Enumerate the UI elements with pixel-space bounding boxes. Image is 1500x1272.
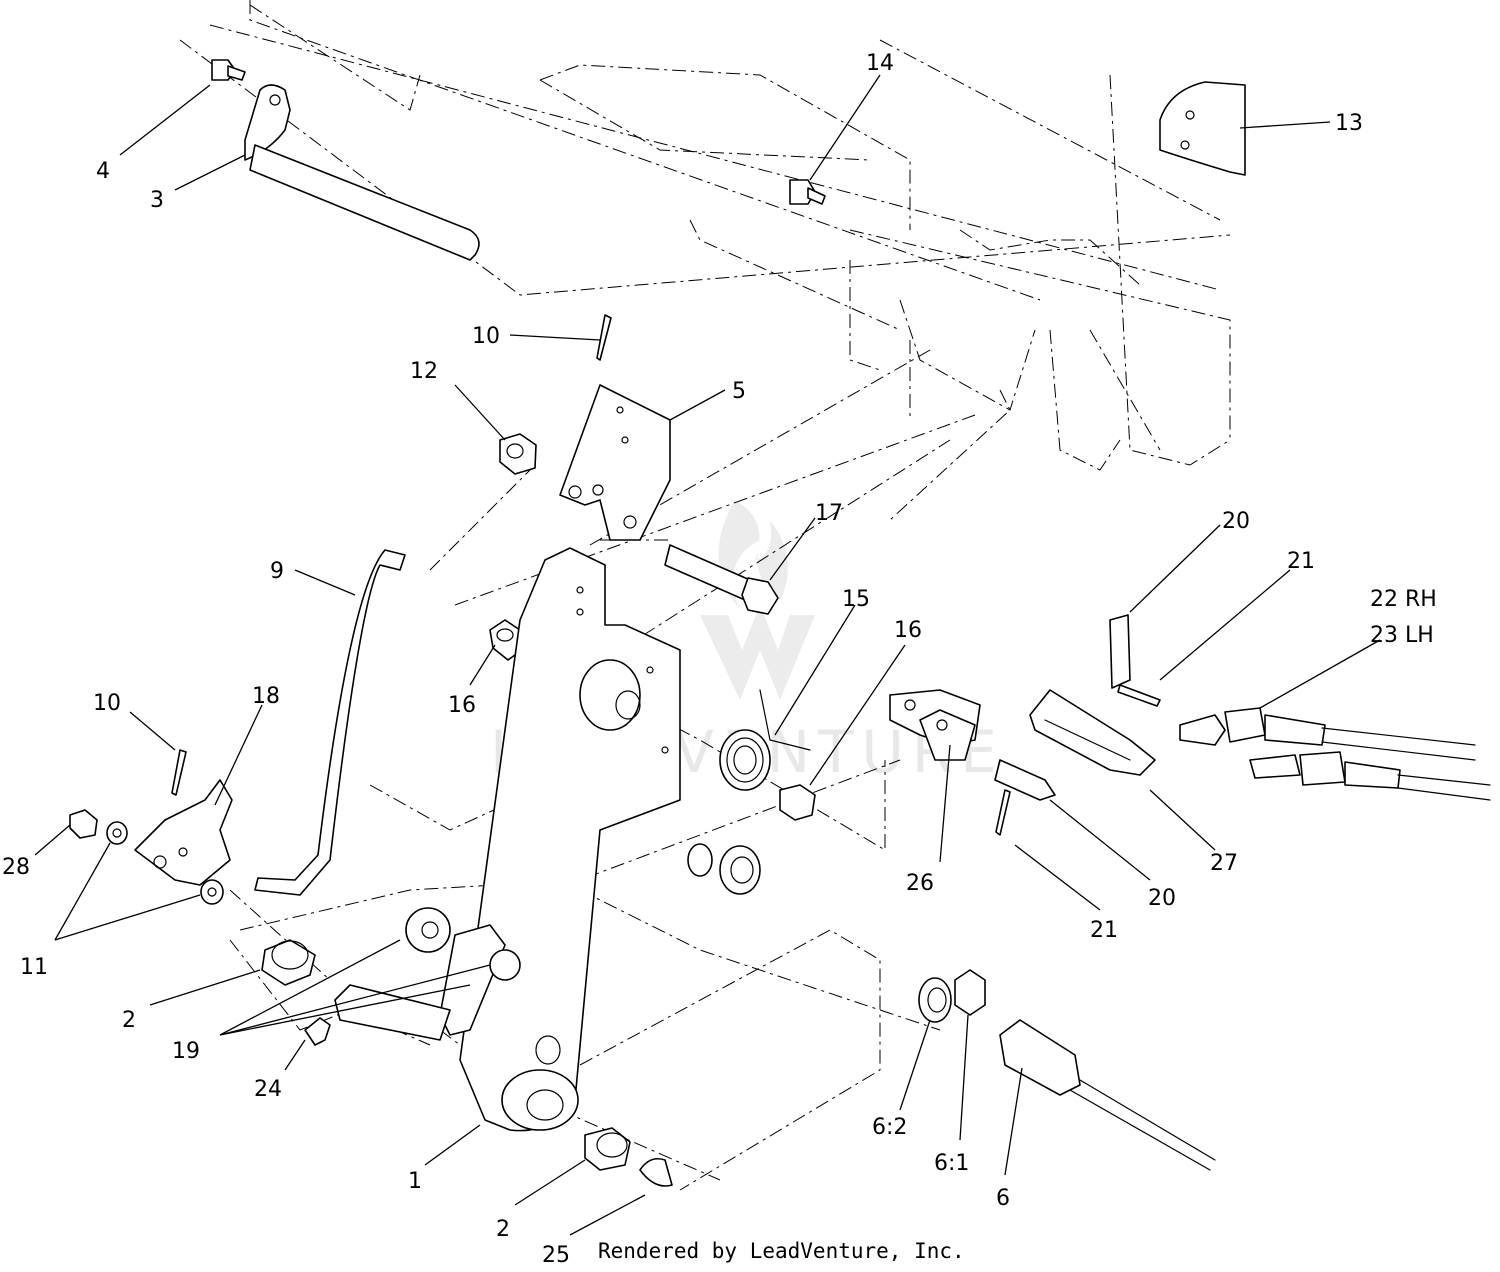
part-28-nut — [69, 809, 98, 839]
callout-20-upper: 20 — [1222, 509, 1250, 534]
part-22-23-cables — [1179, 707, 1491, 801]
part-4-bolt — [211, 59, 246, 81]
footer-credit: Rendered by LeadVenture, Inc. — [598, 1239, 965, 1263]
leader-lines — [34, 74, 1381, 1236]
part-10-cotter-pin — [596, 314, 612, 361]
part-21-cotter-pins — [995, 684, 1161, 836]
part-20-pins — [994, 614, 1131, 801]
part-14-bolt — [789, 179, 826, 205]
part-6-cable — [687, 843, 1216, 1171]
part-18-lever — [134, 779, 233, 886]
part-17-bolt — [664, 544, 779, 615]
part-2-bushing-lower — [584, 1127, 631, 1171]
part-24-grease-fitting — [304, 1017, 331, 1046]
callout-20-lower: 20 — [1148, 886, 1176, 911]
callout-19: 19 — [172, 1039, 200, 1064]
part-11-washers — [106, 821, 224, 905]
part-5-bracket — [559, 384, 671, 541]
callout-2-lower: 2 — [496, 1217, 510, 1242]
callout-1: 1 — [408, 1169, 422, 1194]
part-12-nut — [499, 433, 537, 475]
part-3-pivot-shaft — [244, 84, 480, 261]
callout-13: 13 — [1335, 111, 1363, 136]
part-26-clevis — [889, 689, 981, 761]
callout-4: 4 — [96, 159, 110, 184]
callout-28: 28 — [2, 855, 30, 880]
callout-2-upper: 2 — [122, 1008, 136, 1033]
callout-6-1: 6:1 — [934, 1151, 969, 1176]
part-25-clip — [639, 1157, 673, 1187]
callout-18: 18 — [252, 684, 280, 709]
part-13-pedal-pad — [1159, 81, 1246, 176]
callout-11: 11 — [20, 955, 48, 980]
callout-21-lower: 21 — [1090, 918, 1118, 943]
part-27-cable-bracket — [1029, 689, 1156, 776]
part-16-bushing-lower — [779, 784, 816, 821]
callout-6-2: 6:2 — [872, 1115, 907, 1140]
callout-17: 17 — [815, 501, 843, 526]
callout-24: 24 — [254, 1077, 282, 1102]
callout-22-rh: 22 RH — [1370, 587, 1437, 612]
frame-phantom — [179, 0, 1231, 1191]
callout-16-upper: 16 — [448, 693, 476, 718]
part-19-link-plates — [334, 907, 521, 1041]
callout-5: 5 — [732, 379, 746, 404]
part-15-spring — [719, 689, 811, 791]
callouts: 4 3 14 13 10 12 5 17 9 16 15 16 20 21 22… — [2, 51, 1437, 1268]
callout-6: 6 — [996, 1186, 1010, 1211]
callout-14: 14 — [866, 51, 894, 76]
callout-10-lower: 10 — [93, 691, 121, 716]
callout-12: 12 — [410, 359, 438, 384]
callout-9: 9 — [270, 559, 284, 584]
callout-21-upper: 21 — [1287, 549, 1315, 574]
callout-26: 26 — [906, 871, 934, 896]
callout-16-lower: 16 — [894, 618, 922, 643]
part-10-cotter-pin-lower — [171, 749, 187, 796]
callout-23-lh: 23 LH — [1370, 623, 1434, 648]
callout-3: 3 — [150, 188, 164, 213]
callout-15: 15 — [842, 587, 870, 612]
callout-10: 10 — [472, 324, 500, 349]
part-9-link-rod — [254, 549, 406, 896]
callout-27: 27 — [1210, 851, 1238, 876]
callout-25: 25 — [542, 1243, 570, 1268]
part-1-pedal-arm — [459, 547, 681, 1132]
part-2-bushing-upper — [261, 939, 316, 986]
